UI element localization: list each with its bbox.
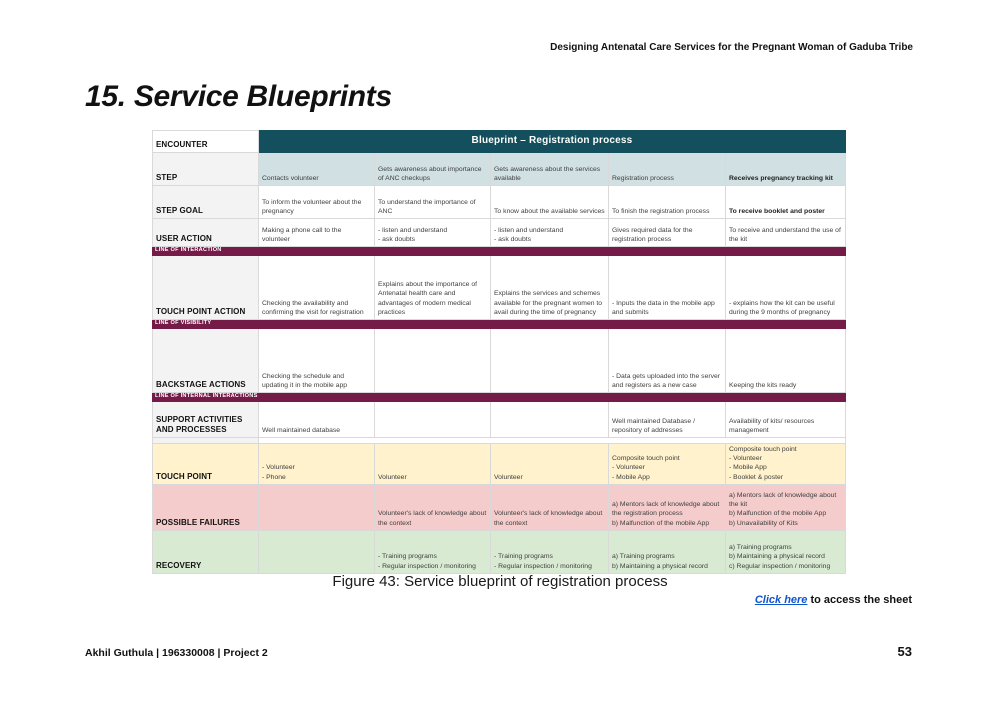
divider-line-of-interaction: LINE OF INTERACTION (152, 246, 846, 256)
cell-user-action-1: Making a phone call to the volunteer (258, 218, 375, 247)
divider-line-of-visibility: LINE OF VISIBILITY (152, 319, 846, 329)
cell-user-action-5: To receive and understand the use of the… (725, 218, 846, 247)
divider-label-interaction: LINE OF INTERACTION (152, 246, 846, 256)
cell-failures-3: Volunteer's lack of knowledge about the … (490, 483, 609, 531)
cell-tpa-5: - explains how the kit can be useful dur… (725, 255, 846, 320)
cell-support-1: Well maintained database (258, 401, 375, 438)
cell-support-4: Well maintained Database / repository of… (608, 401, 726, 438)
cell-step-goal-3: To know about the available services (490, 185, 609, 219)
cell-recovery-5: a) Training programs b) Maintaining a ph… (725, 529, 846, 574)
cell-failures-4: a) Mentors lack of knowledge about the r… (608, 483, 726, 531)
cell-failures-2: Volunteer's lack of knowledge about the … (374, 483, 491, 531)
cell-step-goal-4: To finish the registration process (608, 185, 726, 219)
cell-user-action-3: - listen and understand - ask doubts (490, 218, 609, 247)
cell-backstage-4: - Data gets uploaded into the server and… (608, 328, 726, 393)
cell-step-5: Receives pregnancy tracking kit (725, 152, 846, 186)
cell-step-goal-2: To understand the importance of ANC (374, 185, 491, 219)
cell-step-4: Registration process (608, 152, 726, 186)
cell-tpa-4: - Inputs the data in the mobile app and … (608, 255, 726, 320)
cell-backstage-2 (374, 328, 491, 393)
cell-support-5: Availability of kits/ resources manageme… (725, 401, 846, 438)
row-label-step-goal: STEP GOAL (152, 185, 259, 219)
spacer-row (152, 437, 846, 444)
running-header: Designing Antenatal Care Services for th… (550, 42, 913, 53)
row-label-support: SUPPORT ACTIVITIES AND PROCESSES (152, 401, 259, 438)
cell-tpa-3: Explains the services and schemes availa… (490, 255, 609, 320)
row-label-step: STEP (152, 152, 259, 186)
link-suffix: to access the sheet (807, 594, 912, 606)
sheet-link-line: Click here to access the sheet (755, 594, 912, 606)
divider-label-visibility: LINE OF VISIBILITY (152, 319, 846, 329)
cell-step-goal-5: To receive booklet and poster (725, 185, 846, 219)
cell-failures-5: a) Mentors lack of knowledge about the k… (725, 483, 846, 531)
cell-touch-point-3: Volunteer (490, 443, 609, 485)
table-row-user-action: USER ACTION Making a phone call to the v… (152, 218, 846, 247)
divider-label-internal: LINE OF INTERNAL INTERACTIONS (152, 392, 846, 402)
cell-touch-point-2: Volunteer (374, 443, 491, 485)
cell-step-goal-1: To inform the volunteer about the pregna… (258, 185, 375, 219)
row-label-touch-point: TOUCH POINT (152, 443, 259, 485)
cell-touch-point-4: Composite touch point - Volunteer - Mobi… (608, 443, 726, 485)
row-label-recovery: RECOVERY (152, 529, 259, 574)
cell-touch-point-5: Composite touch point - Volunteer - Mobi… (725, 443, 846, 485)
cell-step-1: Contacts volunteer (258, 152, 375, 186)
table-row-backstage-actions: BACKSTAGE ACTIONS Checking the schedule … (152, 328, 846, 393)
cell-touch-point-1: - Volunteer - Phone (258, 443, 375, 485)
cell-support-3 (490, 401, 609, 438)
row-label-backstage-actions: BACKSTAGE ACTIONS (152, 328, 259, 393)
table-row-touch-point: TOUCH POINT - Volunteer - Phone Voluntee… (152, 443, 846, 485)
cell-backstage-5: Keeping the kits ready (725, 328, 846, 393)
table-row-support-activities: SUPPORT ACTIVITIES AND PROCESSES Well ma… (152, 401, 846, 438)
table-title: Blueprint – Registration process (258, 130, 846, 153)
cell-support-2 (374, 401, 491, 438)
cell-user-action-4: Gives required data for the registration… (608, 218, 726, 247)
cell-user-action-2: - listen and understand - ask doubts (374, 218, 491, 247)
row-label-user-action: USER ACTION (152, 218, 259, 247)
row-label-touch-point-action: TOUCH POINT ACTION (152, 255, 259, 320)
table-row-step-goal: STEP GOAL To inform the volunteer about … (152, 185, 846, 219)
cell-recovery-3: - Training programs - Regular inspection… (490, 529, 609, 574)
cell-backstage-3 (490, 328, 609, 393)
cell-step-3: Gets awareness about the services availa… (490, 152, 609, 186)
table-row-recovery: RECOVERY - Training programs - Regular i… (152, 529, 846, 574)
divider-line-of-internal-interactions: LINE OF INTERNAL INTERACTIONS (152, 392, 846, 402)
cell-recovery-2: - Training programs - Regular inspection… (374, 529, 491, 574)
cell-recovery-4: a) Training programs b) Maintaining a ph… (608, 529, 726, 574)
footer-author: Akhil Guthula | 196330008 | Project 2 (85, 647, 268, 659)
figure-caption: Figure 43: Service blueprint of registra… (332, 573, 668, 590)
table-row-possible-failures: POSSIBLE FAILURES Volunteer's lack of kn… (152, 483, 846, 531)
cell-tpa-1: Checking the availability and confirming… (258, 255, 375, 320)
cell-recovery-1 (258, 529, 375, 574)
spacer-cell (258, 437, 846, 444)
service-blueprint-table: ENCOUNTER Blueprint – Registration proce… (152, 130, 846, 574)
cell-tpa-2: Explains about the importance of Antenat… (374, 255, 491, 320)
page-title: 15. Service Blueprints (85, 80, 392, 113)
cell-failures-1 (258, 483, 375, 531)
row-label-encounter: ENCOUNTER (152, 130, 259, 153)
table-header-row: ENCOUNTER Blueprint – Registration proce… (152, 130, 846, 153)
row-label-possible-failures: POSSIBLE FAILURES (152, 483, 259, 531)
table-row-touch-point-action: TOUCH POINT ACTION Checking the availabi… (152, 255, 846, 320)
cell-step-2: Gets awareness about importance of ANC c… (374, 152, 491, 186)
click-here-link[interactable]: Click here (754, 594, 808, 606)
cell-backstage-1: Checking the schedule and updating it in… (258, 328, 375, 393)
page-number: 53 (897, 644, 912, 659)
table-row-step: STEP Contacts volunteer Gets awareness a… (152, 152, 846, 186)
